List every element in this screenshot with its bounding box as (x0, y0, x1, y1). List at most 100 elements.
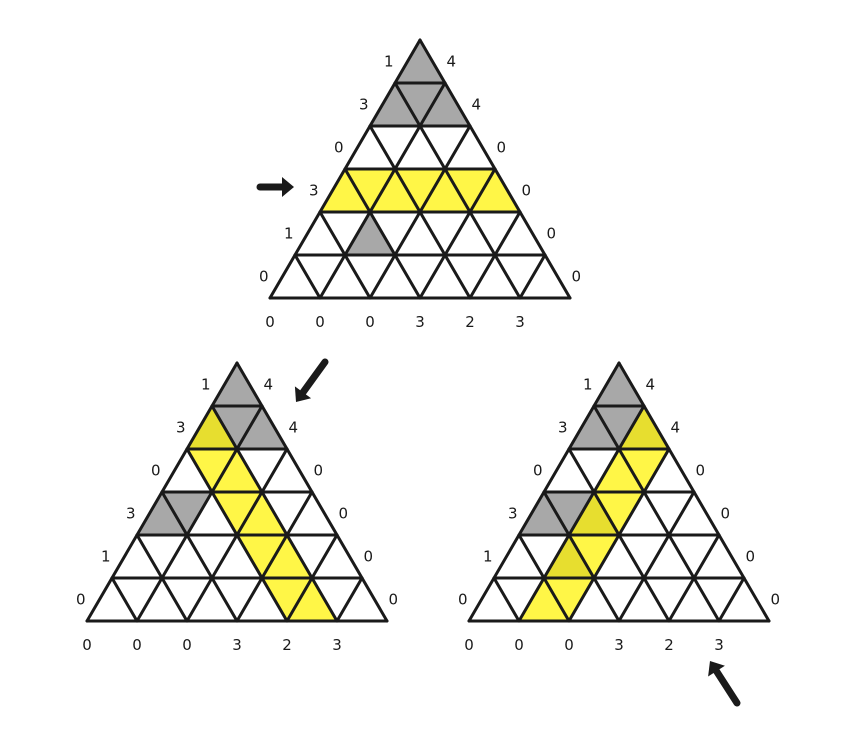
bottom-clue: 3 (415, 313, 425, 331)
grid-line (135, 533, 189, 623)
shaded-cell[interactable] (519, 492, 569, 535)
right-clue: 4 (671, 419, 681, 437)
grid-line (135, 404, 264, 623)
bottom-clue: 3 (232, 636, 242, 654)
arrow-shaft (712, 667, 741, 707)
grid-line (185, 447, 289, 623)
shaded-cell[interactable] (212, 406, 262, 449)
left-clue: 3 (176, 419, 186, 437)
left-clue: 1 (384, 53, 394, 71)
bottom-clue: 0 (365, 313, 375, 331)
left-clue: 0 (151, 462, 161, 480)
grid-line (318, 81, 447, 300)
left-clue: 3 (558, 419, 568, 437)
grid-line (617, 490, 696, 623)
left-clue: 3 (309, 182, 319, 200)
bottom-clue: 0 (82, 636, 92, 654)
right-clue: 0 (696, 462, 706, 480)
left-clue: 0 (334, 139, 344, 157)
shaded-cell[interactable] (237, 406, 287, 449)
grid-line (717, 576, 746, 623)
bottom-clue: 0 (464, 636, 474, 654)
left-clue: 1 (201, 376, 211, 394)
right-clue: 0 (547, 225, 557, 243)
arrow-icon (294, 358, 329, 402)
shaded-cell[interactable] (594, 363, 644, 406)
grid-line (335, 576, 364, 623)
right-clue: 0 (746, 548, 756, 566)
bottom-clue: 2 (282, 636, 292, 654)
shaded-cell[interactable] (395, 40, 445, 83)
bottom-clue: 0 (182, 636, 192, 654)
shaded-cell[interactable] (162, 492, 212, 535)
shaded-cell[interactable] (395, 83, 445, 126)
right-clue: 0 (522, 182, 532, 200)
grid-line (210, 404, 339, 623)
shaded-cell[interactable] (544, 492, 594, 535)
left-clue: 3 (126, 505, 136, 523)
right-clue: 4 (289, 419, 299, 437)
grid-line (542, 490, 621, 623)
grid-line (418, 167, 497, 300)
right-clue: 0 (389, 591, 399, 609)
right-clue: 0 (314, 462, 324, 480)
bottom-clue: 3 (515, 313, 525, 331)
grid-line (368, 124, 472, 300)
grid-line (285, 533, 339, 623)
left-clue: 1 (284, 225, 294, 243)
grid-line (235, 490, 314, 623)
grid-line (293, 253, 322, 300)
grid-line (468, 210, 522, 300)
bottom-clue: 0 (315, 313, 325, 331)
bottom-clue: 3 (714, 636, 724, 654)
left-clue: 1 (483, 548, 493, 566)
right-clue: 0 (497, 139, 507, 157)
arrow-icon (708, 661, 741, 707)
left-clue: 1 (101, 548, 111, 566)
shaded-cell[interactable] (420, 83, 470, 126)
shaded-cell[interactable] (594, 406, 644, 449)
shaded-cell[interactable] (212, 363, 262, 406)
arrow-head (282, 177, 294, 197)
right-clue: 0 (572, 268, 582, 286)
grid-line (160, 490, 239, 623)
grid-line (517, 404, 646, 623)
shaded-cell[interactable] (345, 212, 395, 255)
grid-line (518, 253, 547, 300)
bottom-clue: 3 (614, 636, 624, 654)
shaded-cell[interactable] (137, 492, 187, 535)
right-clue: 4 (447, 53, 457, 71)
left-clue: 0 (458, 591, 468, 609)
bottom-clue: 3 (332, 636, 342, 654)
bottom-clue: 0 (564, 636, 574, 654)
left-clue: 3 (508, 505, 518, 523)
left-clue: 1 (583, 376, 593, 394)
right-clue: 4 (646, 376, 656, 394)
arrow-shaft (299, 358, 329, 396)
shaded-cell[interactable] (370, 83, 420, 126)
grid-line (592, 404, 721, 623)
bottom-clue: 0 (514, 636, 524, 654)
grid-line (318, 210, 372, 300)
grid-line (567, 447, 671, 623)
left-clue: 0 (259, 268, 269, 286)
grid-line (110, 576, 139, 623)
right-clue: 0 (721, 505, 731, 523)
right-clue: 0 (771, 591, 781, 609)
right-clue: 0 (339, 505, 349, 523)
grid-line (343, 167, 422, 300)
grid-line (517, 533, 571, 623)
bottom-clue: 2 (465, 313, 475, 331)
left-clue: 0 (533, 462, 543, 480)
shaded-cell[interactable] (569, 406, 619, 449)
right-clue: 4 (472, 96, 482, 114)
bottom-clue: 0 (265, 313, 275, 331)
right-clue: 4 (264, 376, 274, 394)
arrow-icon (256, 177, 294, 197)
left-clue: 0 (76, 591, 86, 609)
